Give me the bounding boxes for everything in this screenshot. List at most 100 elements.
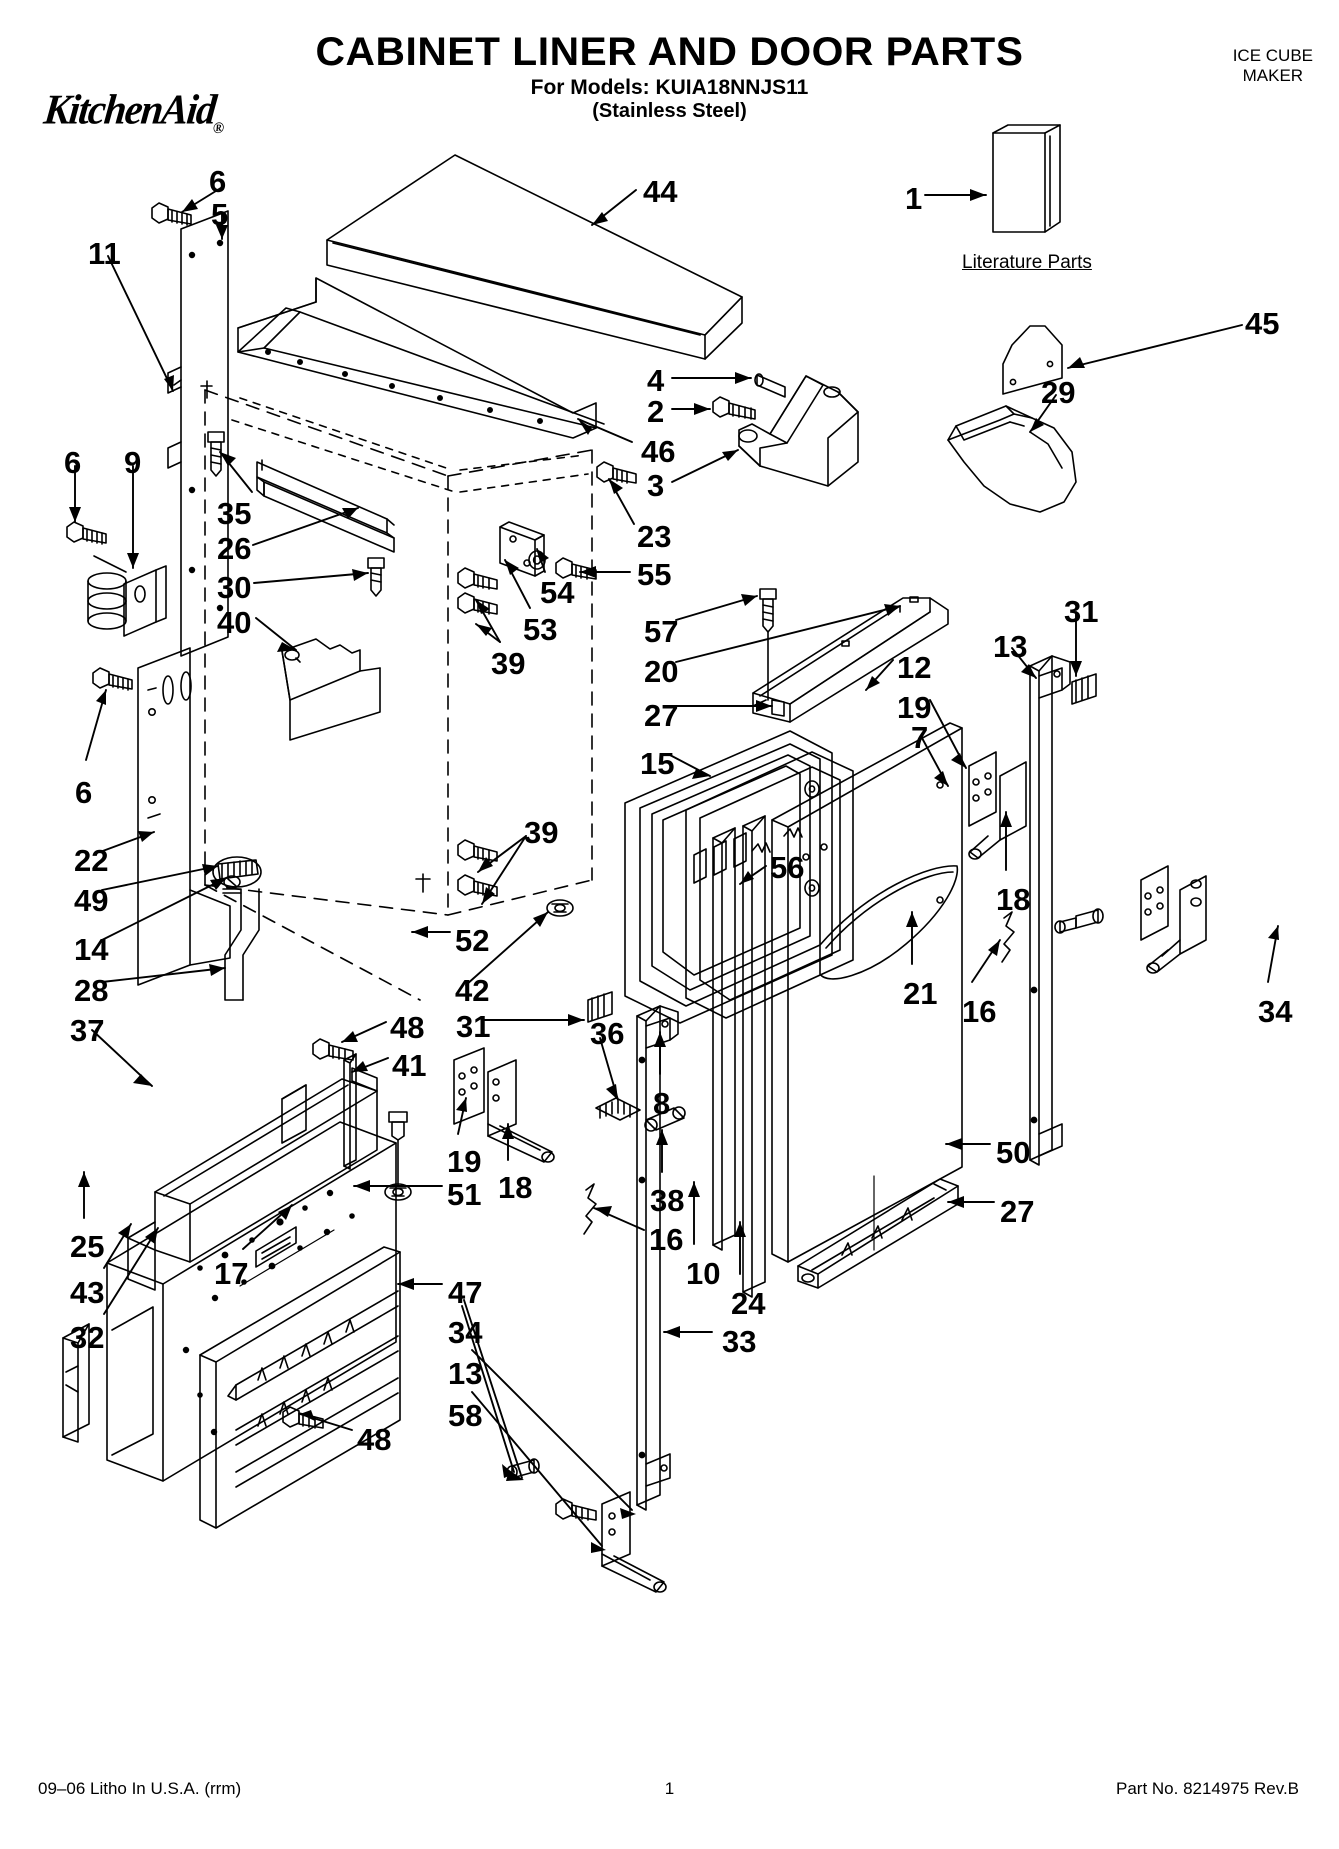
part-hinge-bracket-18-lower <box>487 1059 555 1163</box>
part-drain-hose-28 <box>222 888 260 1001</box>
part-tray-37 <box>127 1067 378 1291</box>
callout-number-1: 1 <box>905 181 923 216</box>
callout-number-18: 18 <box>498 1170 533 1205</box>
part-door-inner-panel <box>685 751 854 1019</box>
part-grommet-42-upper <box>546 899 574 917</box>
callout-number-43: 43 <box>70 1275 105 1310</box>
part-screw-39-b1 <box>457 839 498 862</box>
part-retainer-16-center <box>583 1183 597 1235</box>
callout-number-41: 41 <box>392 1048 427 1083</box>
part-toe-grille-27 <box>797 1178 959 1289</box>
part-bracket-53 <box>499 521 545 577</box>
callout-number-23: 23 <box>637 519 672 554</box>
section-label: ICE CUBE MAKER <box>1233 46 1313 86</box>
part-clip-9 <box>87 555 167 637</box>
part-screw-30 <box>367 557 385 597</box>
callout-number-8: 8 <box>653 1086 671 1121</box>
part-slide-rail-20 <box>752 596 949 723</box>
callout-number-37: 37 <box>70 1013 105 1048</box>
part-ice-chute-40 <box>281 638 381 741</box>
part-screw-6-top <box>151 202 192 226</box>
part-hinge-bracket-18-right <box>1146 875 1207 974</box>
part-screw-58 <box>555 1498 597 1521</box>
callout-number-7: 7 <box>911 720 929 755</box>
callout-number-58: 58 <box>448 1398 483 1433</box>
callout-number-27: 27 <box>644 698 679 733</box>
part-screw-2 <box>712 396 756 420</box>
part-door-side-rail-13-right <box>1029 655 1071 1166</box>
callout-number-49: 49 <box>74 883 109 918</box>
section-label-line2: MAKER <box>1242 66 1304 85</box>
page-footer: 09–06 Litho In U.S.A. (rrm) 1 Part No. 8… <box>0 1779 1339 1805</box>
leader-arrowheads-bottom <box>506 1470 636 1553</box>
callout-number-29: 29 <box>1041 375 1076 410</box>
callout-number-52: 52 <box>455 923 490 958</box>
literature-parts-label: Literature Parts <box>962 252 1092 273</box>
part-ice-bin-32 <box>106 1121 397 1482</box>
part-nameplate <box>239 1226 335 1287</box>
part-hinge-bracket-33 <box>601 1491 667 1593</box>
part-screw-39-a1 <box>457 567 498 590</box>
part-hinge-bracket-right-lower <box>968 761 1027 860</box>
callout-number-17: 17 <box>214 1256 249 1291</box>
part-screw-48-top <box>312 1038 354 1061</box>
part-pin-4 <box>754 373 786 398</box>
callout-number-55: 55 <box>637 557 672 592</box>
callout-number-3: 3 <box>647 468 665 503</box>
part-end-cap-25 <box>62 1323 90 1443</box>
callout-number-56: 56 <box>770 850 805 885</box>
brand-name: KitchenAid <box>41 85 218 134</box>
footer-page-number: 1 <box>664 1779 675 1798</box>
page-title: CABINET LINER AND DOOR PARTS <box>315 30 1024 74</box>
part-door-side-rail-center <box>636 1005 679 1511</box>
part-screw-52 <box>388 1111 408 1186</box>
callout-number-25: 25 <box>70 1229 105 1264</box>
part-lower-left-panel-22 <box>137 647 231 986</box>
callout-number-48: 48 <box>390 1010 425 1045</box>
callout-number-27: 27 <box>1000 1194 1035 1229</box>
callout-number-46: 46 <box>641 434 676 469</box>
callout-number-32: 32 <box>70 1320 105 1355</box>
callout-number-36: 36 <box>590 1016 625 1051</box>
callout-number-9: 9 <box>124 445 142 480</box>
callout-number-40: 40 <box>217 605 252 640</box>
part-screw-6-lower <box>92 667 133 691</box>
callout-number-45: 45 <box>1245 306 1280 341</box>
callout-number-31: 31 <box>1064 594 1099 629</box>
callout-number-28: 28 <box>74 973 109 1008</box>
part-hinge-plate-19-lower <box>453 1047 485 1125</box>
part-trim-strip-41 <box>343 1053 357 1170</box>
registered-trademark-icon: ® <box>211 120 224 138</box>
callout-number-5: 5 <box>211 197 229 232</box>
callout-number-11: 11 <box>88 236 121 271</box>
part-clip-31-center <box>587 991 613 1023</box>
callout-number-53: 53 <box>523 612 558 647</box>
part-ice-scoop-29 <box>947 405 1077 513</box>
part-pin-34-right <box>1054 908 1104 934</box>
callout-number-19: 19 <box>897 690 932 725</box>
part-top-panel-44 <box>326 154 743 360</box>
corner-tick-2 <box>415 873 431 893</box>
callout-number-21: 21 <box>903 976 938 1011</box>
callout-number-51: 51 <box>447 1177 482 1212</box>
models-subtitle: (Stainless Steel) <box>592 100 747 122</box>
callout-number-14: 14 <box>74 932 109 967</box>
part-front-grille-17 <box>199 1246 401 1529</box>
models-line: For Models: KUIA18NNJS11 <box>530 76 809 99</box>
part-door-handle-21 <box>819 865 959 980</box>
callout-number-54: 54 <box>540 575 575 610</box>
callout-number-16: 16 <box>962 994 997 1029</box>
callout-number-47: 47 <box>448 1275 483 1310</box>
part-hinge-plate-19-right <box>1140 865 1169 941</box>
part-clip-31-right <box>1071 673 1097 705</box>
part-retainer-16-right <box>1001 911 1015 963</box>
callout-number-57: 57 <box>644 614 679 649</box>
part-hose-clamp-49 <box>212 856 262 889</box>
footer-part-number: Part No. 8214975 Rev.B <box>1115 1779 1299 1798</box>
callout-number-6: 6 <box>75 775 93 810</box>
callout-number-50: 50 <box>996 1135 1031 1170</box>
part-grommet-42 <box>384 1183 412 1201</box>
callout-number-12: 12 <box>897 650 932 685</box>
part-hinge-plate-7 <box>968 751 997 827</box>
